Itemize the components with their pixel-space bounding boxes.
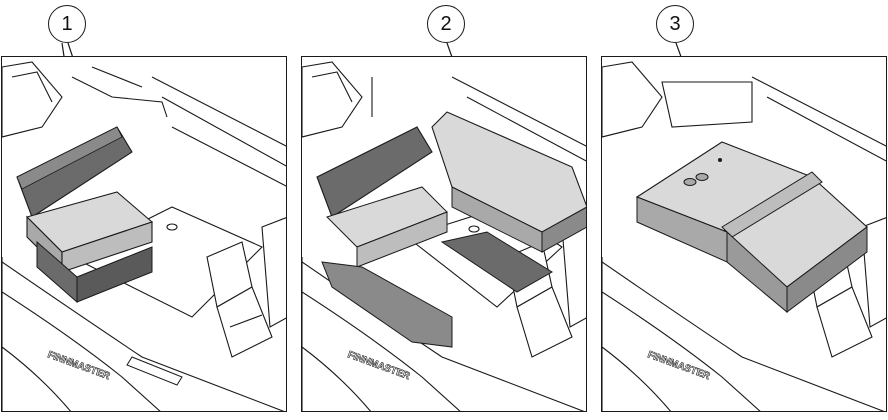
hull-lettering: FINNMASTER — [46, 349, 112, 382]
boat-interior-illustration-1: FINNMASTER — [2, 61, 286, 411]
panel-step-1: FINNMASTER — [1, 56, 287, 412]
hull-lettering: FINNMASTER — [646, 349, 712, 382]
hull-lettering: FINNMASTER — [346, 349, 412, 382]
callout-number: 3 — [669, 12, 681, 35]
panel-step-2: FINNMASTER — [301, 56, 587, 412]
callout-number: 2 — [440, 12, 452, 35]
callout-step-3: 3 — [656, 5, 694, 43]
callout-step-2: 2 — [427, 5, 465, 43]
callout-number: 1 — [61, 12, 73, 35]
boat-interior-illustration-2: FINNMASTER — [302, 61, 586, 411]
boat-interior-illustration-3: FINNMASTER — [602, 61, 886, 411]
callout-step-1: 1 — [48, 5, 86, 43]
panel-step-3: FINNMASTER — [601, 56, 887, 412]
